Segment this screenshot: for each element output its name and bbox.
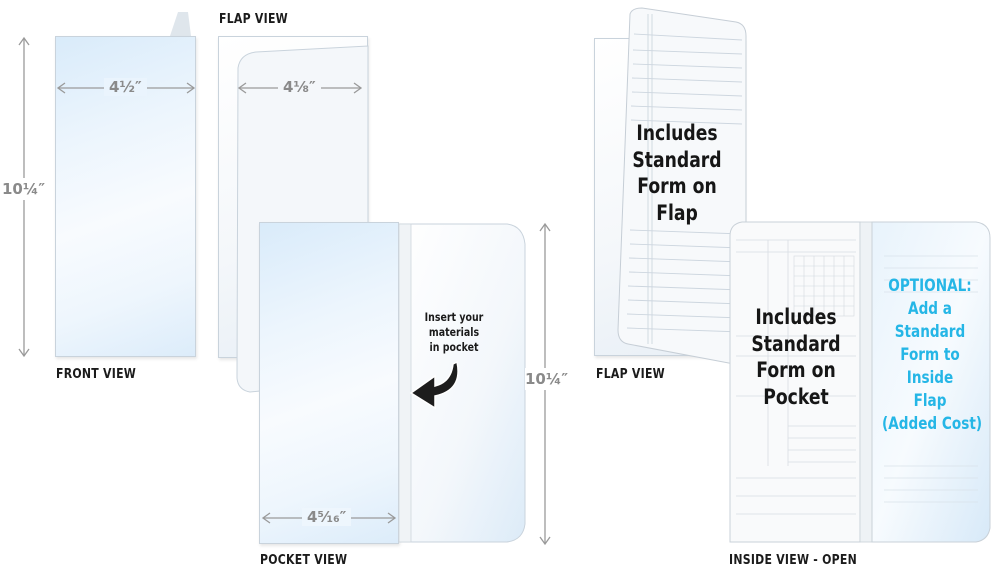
pocket-view-label: POCKET VIEW <box>260 553 348 568</box>
flap-callout-line: Form on <box>637 174 717 199</box>
pocket-width-dimension: 4⁵⁄₁₆″ <box>302 508 352 526</box>
front-width-dimension: 4½″ <box>104 78 147 96</box>
curved-arrow-down-left-icon <box>409 360 459 410</box>
optional-line: Inside <box>906 367 954 388</box>
front-view-folder-back <box>170 12 191 36</box>
front-view-group: 10¼″ 4½″ FRONT VIEW <box>0 0 210 390</box>
inside-view-open-label: INSIDE VIEW - OPEN <box>729 553 858 568</box>
optional-line: Add a <box>908 298 952 319</box>
pocket-callout-line: Includes <box>755 305 837 329</box>
pocket-callout-line: Standard <box>751 331 841 356</box>
front-view-label: FRONT VIEW <box>56 367 137 382</box>
pocket-height-dimension: 10¼″ <box>525 368 569 390</box>
pocket-note-line: materials <box>428 324 480 339</box>
flap-view-label: FLAP VIEW <box>219 12 288 27</box>
optional-line: (Added Cost) <box>882 413 983 434</box>
pocket-callout-line: Pocket <box>763 384 829 409</box>
optional-line: Form to <box>900 344 960 365</box>
front-height-dimension: 10¼″ <box>2 178 46 200</box>
pocket-view-left-panel <box>259 222 399 544</box>
optional-flap-form-note: OPTIONAL: Add a Standard Form to Inside … <box>882 275 983 436</box>
flap-width-dimension: 4⅛″ <box>278 78 321 96</box>
flap-form-view-label: FLAP VIEW <box>596 367 665 382</box>
pocket-note-line: Insert your <box>424 310 484 324</box>
inside-pocket-callout: Includes Standard Form on Pocket <box>750 304 842 411</box>
inside-view-open-panels <box>729 221 991 543</box>
pocket-note: Insert your materials in pocket <box>416 310 491 355</box>
pocket-callout-line: Form on <box>756 358 836 383</box>
flap-callout-line: Flap <box>656 200 698 225</box>
flap-form-flap-panel <box>617 7 747 365</box>
optional-line: Flap <box>913 390 947 411</box>
flap-callout-line: Includes <box>636 121 718 145</box>
optional-line: OPTIONAL: <box>888 276 972 296</box>
flap-form-callout: Includes Standard Form on Flap <box>632 120 722 227</box>
optional-line: Standard <box>894 321 966 342</box>
pocket-view-right-panel <box>398 223 526 543</box>
flap-callout-line: Standard <box>632 147 722 172</box>
pocket-note-line: in pocket <box>429 339 479 354</box>
